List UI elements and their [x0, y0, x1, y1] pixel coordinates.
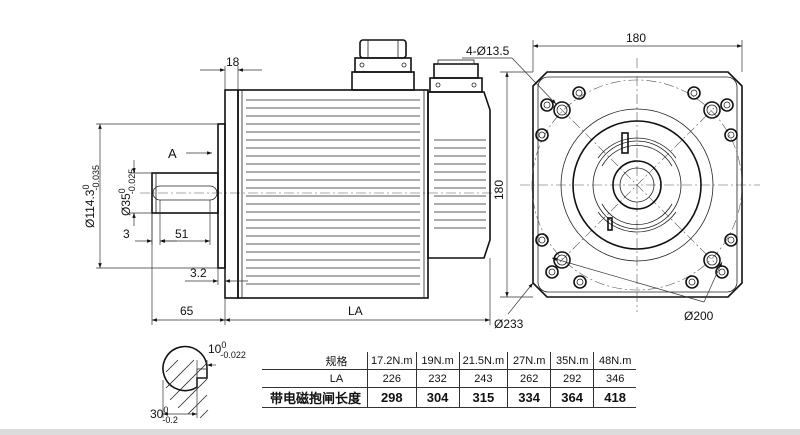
dim-label-180-v: 180	[492, 180, 506, 200]
flange-plate	[224, 89, 239, 299]
spec-model-2: 19N.m	[415, 352, 460, 370]
dim-tol-key-width-lower: -0.022	[220, 350, 246, 360]
view-label: A	[168, 146, 177, 161]
brake-value-2: 304	[415, 387, 460, 408]
svg-text:Ø350-0.025: Ø350-0.025	[117, 169, 137, 216]
spec-table-la-row: LA 226 232 243 262 292 346	[262, 369, 637, 388]
dim-flange-height: 180	[492, 71, 533, 298]
section-hatch	[169, 363, 207, 401]
la-value-3: 243	[458, 369, 508, 388]
section-hatch	[199, 409, 209, 419]
encoder-connector	[429, 59, 483, 93]
dim-label-18: 18	[226, 55, 240, 69]
mount-holes	[535, 86, 738, 289]
spec-table: 规格 17.2N.m 19N.m 21.5N.m 27N.m 35N.m 48N…	[262, 352, 637, 408]
bolt-circle	[531, 79, 743, 291]
la-row-label: LA	[262, 369, 368, 388]
dim-tol-key-width-upper: 0	[221, 340, 226, 350]
dim-mount-holes: 4-Ø13.5	[462, 44, 557, 105]
la-value-5: 292	[550, 369, 594, 388]
spec-model-1: 17.2N.m	[367, 352, 417, 370]
dim-label-holes: 4-Ø13.5	[466, 44, 510, 58]
encoder-housing	[427, 91, 491, 259]
dim-bolt-circle: Ø200	[551, 257, 723, 323]
spec-model-6: 48N.m	[593, 352, 637, 370]
brake-value-3: 315	[458, 387, 508, 408]
brake-value-1: 298	[367, 387, 417, 408]
power-connector	[351, 39, 415, 91]
dim-key-position: 3 51	[123, 200, 211, 245]
dim-label-la: LA	[348, 304, 363, 318]
dim-label-key-height: 30	[150, 407, 164, 421]
dim-label-3: 3	[123, 227, 130, 241]
dim-tol-pilot-upper: 0	[81, 185, 91, 190]
dim-label-180-h: 180	[626, 31, 646, 45]
dim-tol-shaft-lower: -0.025	[127, 169, 137, 195]
dim-flange-width: 180	[532, 31, 743, 72]
spec-table-brake-row: 带电磁抱闸长度 298 304 315 334 364 418	[262, 387, 637, 408]
dim-pilot-diameter: Ø114.30-0.035	[81, 123, 218, 269]
flange-outline	[532, 71, 743, 298]
dim-label-233: Ø233	[494, 317, 524, 331]
svg-text:100-0.022: 100-0.022	[208, 340, 246, 360]
spec-header-label: 规格	[262, 352, 368, 370]
spec-model-4: 27N.m	[507, 352, 551, 370]
dim-tol-key-height-lower: -0.2	[162, 415, 178, 425]
section-hatch	[187, 394, 208, 415]
view-arrow-a: A	[168, 146, 212, 161]
dim-label-200: Ø200	[684, 309, 714, 323]
dim-length: 65 LA	[151, 213, 491, 325]
side-view: 18 Ø114.30-0.035 Ø350-0.025 A	[81, 39, 500, 325]
dim-tol-key-height-upper: 0	[163, 405, 168, 415]
la-value-6: 346	[593, 369, 637, 388]
section-hatch	[165, 359, 179, 373]
section-hatch	[177, 378, 208, 409]
dim-tol-shaft-upper: 0	[117, 188, 127, 193]
bottom-rule	[0, 429, 800, 435]
dim-label-pilot: Ø114.3	[83, 189, 97, 228]
brake-value-4: 334	[507, 387, 551, 408]
spec-model-5: 35N.m	[550, 352, 594, 370]
spec-table-header-row: 规格 17.2N.m 19N.m 21.5N.m 27N.m 35N.m 48N…	[262, 352, 637, 370]
la-value-4: 262	[507, 369, 551, 388]
dim-label-65: 65	[180, 304, 194, 318]
section-hatch	[165, 359, 195, 389]
dim-tol-pilot-lower: -0.035	[91, 165, 101, 191]
brake-value-6: 418	[593, 387, 637, 408]
front-view: 180 180 4-Ø13.5 Ø233 Ø200	[462, 31, 760, 331]
svg-text:300-0.2: 300-0.2	[150, 405, 178, 425]
dim-label-shaft: Ø35	[119, 193, 133, 216]
dim-label-51: 51	[175, 227, 189, 241]
la-value-1: 226	[367, 369, 417, 388]
brake-row-label: 带电磁抱闸长度	[262, 387, 368, 408]
svg-text:Ø114.30-0.035: Ø114.30-0.035	[81, 165, 101, 228]
dim-label-3-2: 3.2	[190, 266, 207, 280]
dim-pilot-depth: 3.2	[185, 266, 248, 285]
spec-model-3: 21.5N.m	[458, 352, 508, 370]
pilot-boss	[217, 123, 226, 269]
dim-flange-diagonal: Ø233	[494, 282, 534, 331]
dim-label-key-width: 10	[208, 342, 222, 356]
dim-shaft-diameter: Ø350-0.025	[117, 160, 152, 226]
shaft-section: 100-0.022 300-0.2	[150, 340, 246, 425]
front-slots	[597, 132, 677, 233]
motor-body	[237, 89, 429, 299]
brake-value-5: 364	[550, 387, 594, 408]
la-value-2: 232	[415, 369, 460, 388]
dim-flange-thickness: 18	[200, 55, 262, 90]
